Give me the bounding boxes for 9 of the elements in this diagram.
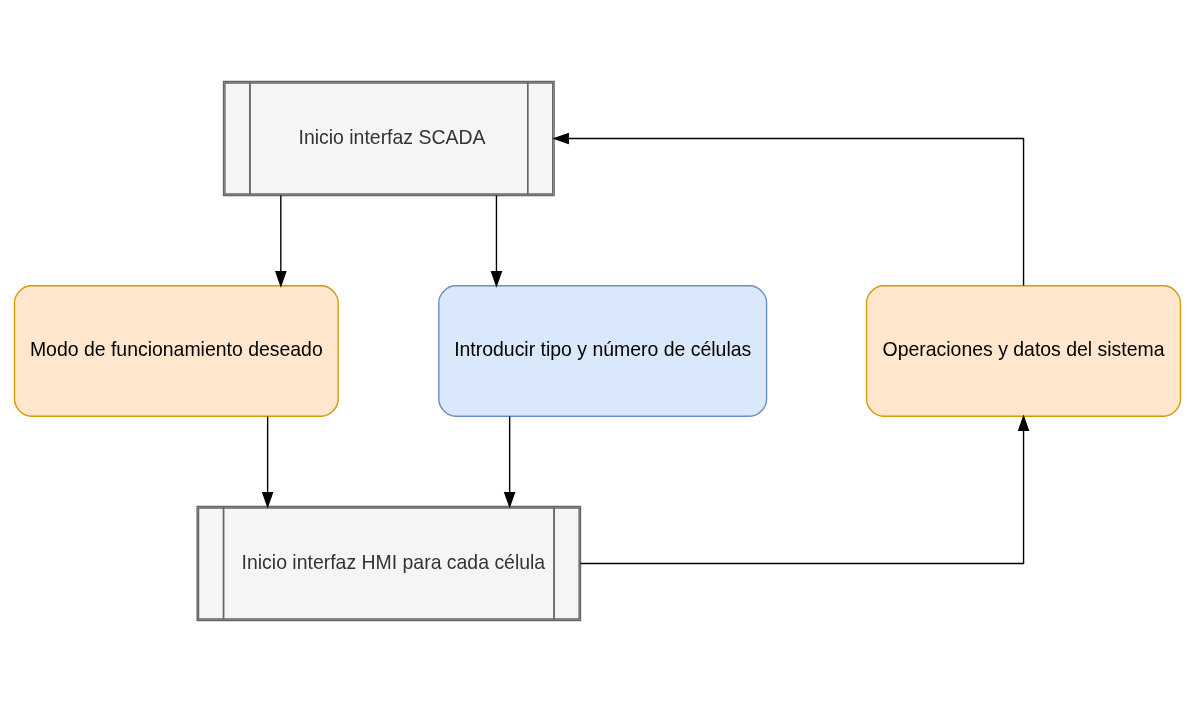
arrow (490, 194, 503, 288)
arrow (579, 414, 1030, 565)
node-box: Introducir tipo y número de células (438, 285, 768, 417)
node-box: Operaciones y datos del sistema (865, 285, 1182, 417)
arrow (275, 194, 287, 288)
arrow (261, 415, 274, 509)
arrow (503, 415, 516, 509)
node-box: Modo de funcionamiento deseado (13, 285, 339, 417)
arrow (552, 132, 1025, 287)
